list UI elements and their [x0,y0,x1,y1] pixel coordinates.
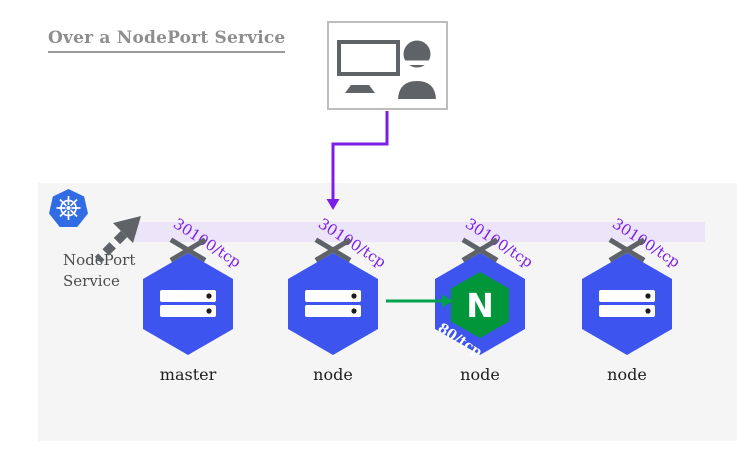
server-bars-icon [305,290,361,317]
cluster-node-with-pod: 30100/tcp N 80/tcp node [410,210,550,390]
monitor-icon [337,40,400,76]
server-bars-icon [160,290,216,317]
cluster-node: 30100/tcp node [263,210,403,390]
cluster-node: 30100/tcp node [557,210,697,390]
diagram-title: Over a NodePort Service [48,28,286,53]
user-icon [398,40,436,99]
node-hexagon-icon [143,253,233,355]
cluster-node-master: 30100/tcp master [118,210,258,390]
port-cross-icon [461,237,499,263]
node-label: node [313,365,353,384]
port-cross-icon [608,237,646,263]
nodeport-band [133,222,705,242]
node-hexagon-icon [288,253,378,355]
nginx-n-letter: N [466,286,494,325]
kubernetes-logo [49,189,88,227]
port-cross-icon [169,237,207,263]
node-hexagon-icon [582,253,672,355]
service-label-line2: Service [63,272,120,290]
port-cross-icon [314,237,352,263]
nginx-logo: N [451,272,509,338]
node-label: master [159,365,217,384]
node-label: node [607,365,647,384]
server-bars-icon [599,290,655,317]
node-label: node [460,365,500,384]
client-box [327,21,448,110]
monitor-stand-icon [345,85,375,93]
